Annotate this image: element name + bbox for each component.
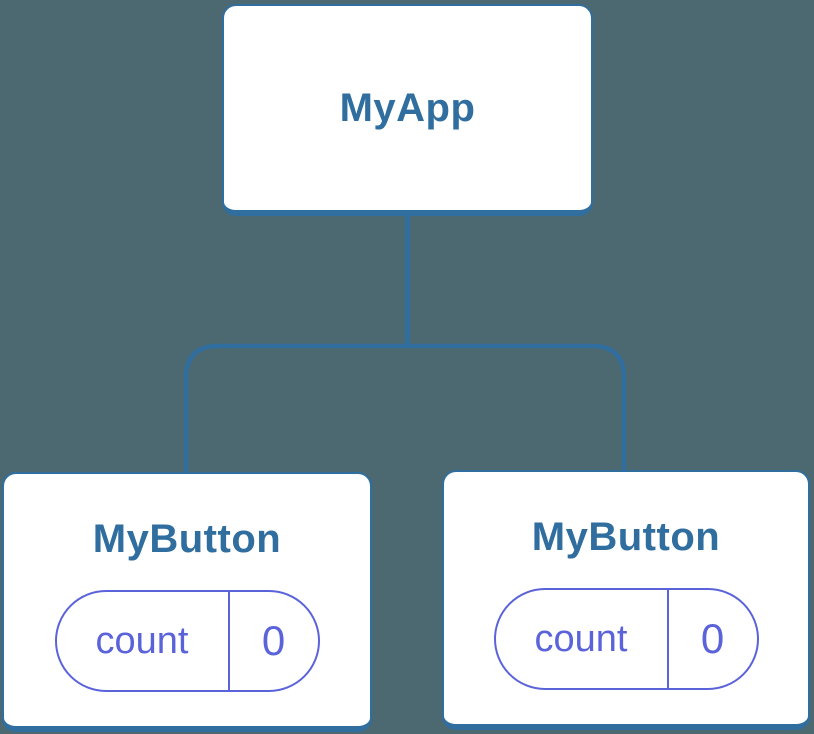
state-pill: count 0 bbox=[54, 590, 320, 692]
child-component-label: MyButton bbox=[531, 515, 721, 559]
child-component-label: MyButton bbox=[92, 517, 282, 561]
children-connector-bracket bbox=[183, 343, 627, 474]
state-key-label: count bbox=[57, 592, 230, 690]
root-component-label: MyApp bbox=[339, 86, 476, 130]
child-component-node-right: MyButton count 0 bbox=[442, 470, 810, 730]
state-key-label: count bbox=[496, 590, 669, 688]
state-value: 0 bbox=[700, 615, 725, 662]
state-value: 0 bbox=[261, 617, 286, 664]
child-component-node-left: MyButton count 0 bbox=[2, 472, 372, 732]
root-component-node: MyApp bbox=[222, 4, 593, 216]
state-pill: count 0 bbox=[493, 588, 759, 690]
